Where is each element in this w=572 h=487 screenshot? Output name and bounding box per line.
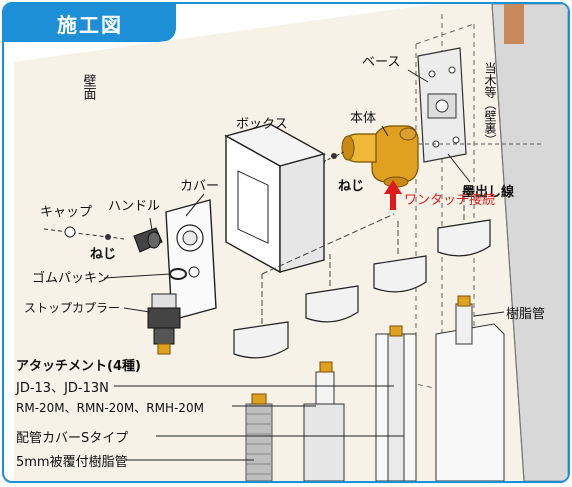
main-body-fitting	[341, 125, 419, 188]
cap-component	[43, 226, 125, 240]
backing-label: 当木等（壁裏）	[483, 62, 497, 146]
guide-lines	[261, 184, 465, 324]
wall-label: 壁面	[81, 74, 97, 100]
screw-left-label: ねじ	[90, 247, 116, 262]
marking-line-label: 墨出し線	[462, 184, 515, 200]
handle-component	[133, 227, 163, 253]
screw-top-label: ねじ	[338, 179, 364, 194]
main-body-label: 本体	[350, 111, 376, 126]
attachment-item: 5mm被覆付樹脂管	[16, 455, 128, 470]
attachments	[233, 219, 491, 359]
attachment-item: 配管カバーSタイプ	[16, 431, 128, 446]
pipes	[245, 295, 505, 481]
attachment-leaders	[114, 385, 404, 461]
title-tab: 施工図	[4, 4, 176, 42]
one-touch-label: ワンタッチ接続	[404, 192, 495, 208]
resin-pipe-label: 樹脂管	[506, 307, 545, 322]
wood-strip	[504, 4, 524, 44]
one-touch-arrow	[384, 180, 402, 210]
attachment-item: JD-13、JD-13N	[15, 381, 109, 396]
handle-label: ハンドル	[108, 199, 160, 214]
rubber-packing-label: ゴムパッキン	[32, 270, 110, 286]
box-label: ボックス	[236, 117, 288, 132]
attachment-item: RM-20M、RMN-20M、RMH-20M	[16, 401, 204, 415]
installation-diagram: 壁面 ベース 当木等（壁裏） 本体 墨出し線 ボックス ねじ ワンタッチ接続 カ…	[14, 4, 568, 481]
label-leaders	[103, 69, 505, 317]
stop-coupler-label: ストップカプラー	[24, 301, 120, 315]
cap-label: キャップ	[40, 205, 92, 220]
cover-label: カバー	[180, 179, 219, 194]
base-label: ベース	[362, 55, 400, 70]
box-component	[224, 123, 326, 274]
stop-coupler	[147, 293, 181, 355]
base-plate	[417, 47, 467, 163]
attachments-heading: アタッチメント(4種)	[16, 358, 141, 374]
